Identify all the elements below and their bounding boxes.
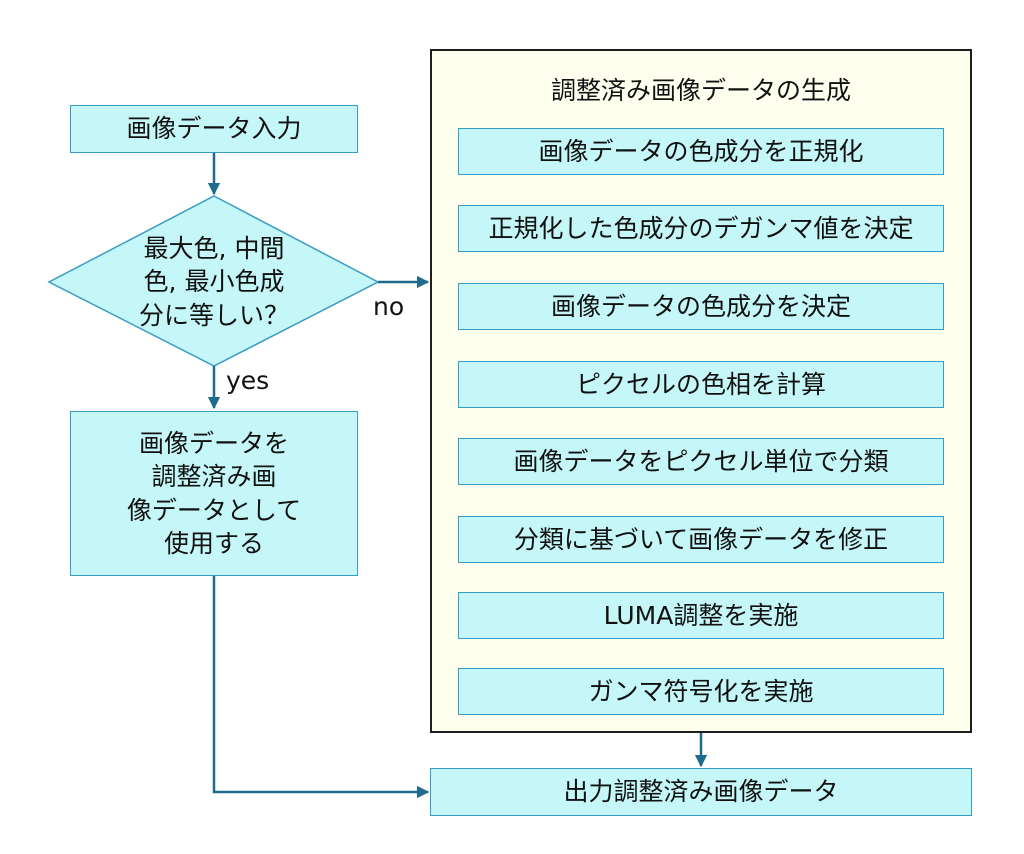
process-step-label: 正規化した色成分のデガンマ値を決定 [488,213,914,243]
process-step-label: ガンマ符号化を実施 [588,676,814,706]
process-step-7[interactable]: LUMA調整を実施 [458,592,944,639]
group-title: 調整済み画像データの生成 [550,76,851,105]
process-step-1[interactable]: 画像データの色成分を正規化 [458,128,944,175]
process-step-label: 画像データをピクセル単位で分類 [513,446,889,476]
process-step-6[interactable]: 分類に基づいて画像データを修正 [458,516,944,563]
process-step-8[interactable]: ガンマ符号化を実施 [458,668,944,715]
output-box[interactable]: 出力調整済み画像データ [430,768,972,816]
process-step-label: ピクセルの色相を計算 [575,369,826,399]
start-input-box[interactable]: 画像データ入力 [70,105,358,153]
process-step-label: LUMA調整を実施 [603,600,799,630]
yes-label: yes [226,366,270,395]
decision-label: 最大色, 中間 色, 最小色成 分に等しい？ [138,234,289,330]
process-step-3[interactable]: 画像データの色成分を決定 [458,283,944,330]
process-step-5[interactable]: 画像データをピクセル単位で分類 [458,438,944,485]
process-step-label: 画像データの色成分を正規化 [538,136,864,166]
arrow-use-to-output [212,576,430,799]
process-step-4[interactable]: ピクセルの色相を計算 [458,361,944,408]
process-step-2[interactable]: 正規化した色成分のデガンマ値を決定 [458,205,944,252]
process-step-label: 画像データの色成分を決定 [550,291,851,321]
use-as-adjusted-box[interactable]: 画像データを 調整済み画 像データとして 使用する [70,411,358,576]
process-step-label: 分類に基づいて画像データを修正 [513,524,889,554]
no-label: no [373,292,405,321]
output-label: 出力調整済み画像データ [563,777,839,807]
start-input-label: 画像データ入力 [126,114,302,144]
